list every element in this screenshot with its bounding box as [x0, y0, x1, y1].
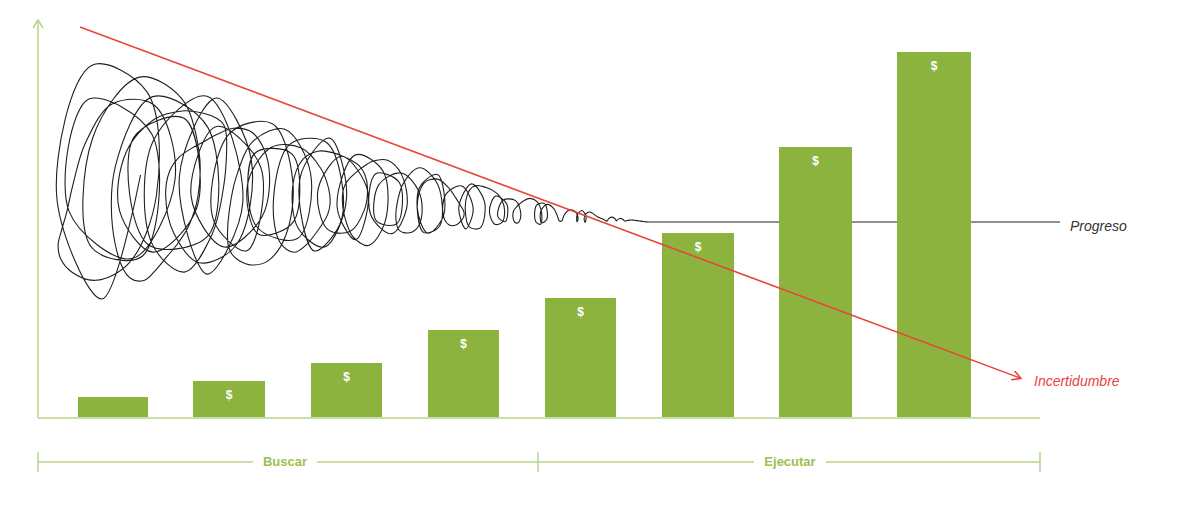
dollar-sign: $ [897, 52, 971, 73]
bracket-tick [537, 452, 539, 472]
revenue-bar: $ [779, 147, 852, 417]
dollar-sign: $ [428, 330, 499, 351]
uncertainty-arrow [80, 27, 1020, 378]
revenue-bar: $ [193, 381, 265, 417]
dollar-sign: $ [779, 147, 852, 168]
x-axis [38, 417, 1040, 419]
bracket-tick [1039, 452, 1041, 472]
dollar-sign: $ [311, 363, 382, 384]
phase-label: Buscar [253, 453, 317, 471]
y-axis-head [33, 20, 43, 28]
dollar-sign: $ [193, 381, 265, 402]
dollar-sign: $ [545, 298, 616, 319]
revenue-bar: $ [428, 330, 499, 417]
dollar-sign: $ [662, 233, 734, 254]
uncertainty-label: Incertidumbre [1034, 372, 1120, 390]
phase-bracket [38, 461, 1040, 463]
revenue-bar: $ [545, 298, 616, 417]
phase-label: Ejecutar [754, 453, 825, 471]
first-bar [78, 397, 148, 417]
revenue-bar: $ [662, 233, 734, 417]
progress-label: Progreso [1070, 217, 1127, 235]
revenue-bar: $ [897, 52, 971, 417]
bracket-tick [37, 452, 39, 472]
y-axis [37, 20, 39, 418]
revenue-bar: $ [311, 363, 382, 417]
